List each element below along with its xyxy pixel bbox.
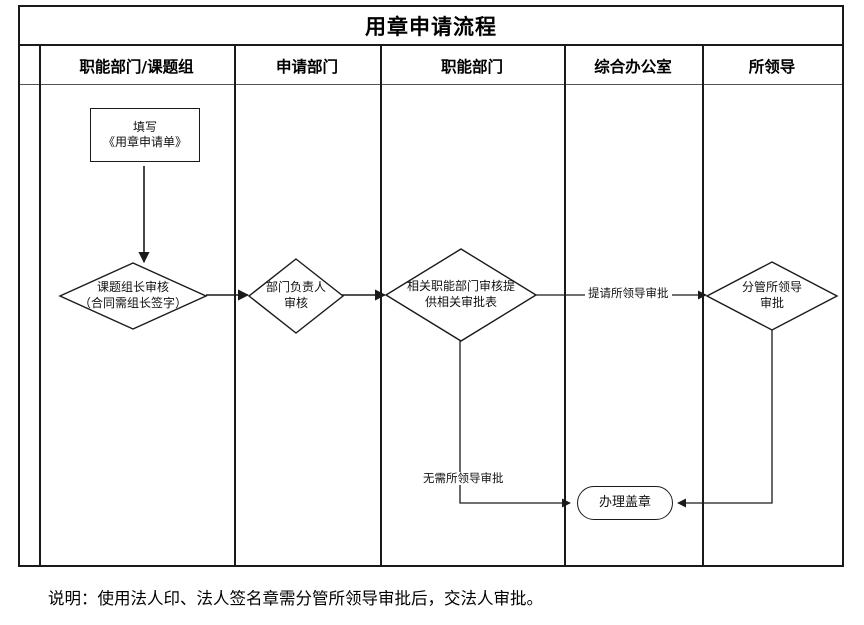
node-leader-approval[interactable]: 分管所领导 审批 [705, 261, 839, 331]
node-fill-form[interactable]: 填写 《用章申请单》 [90, 108, 200, 162]
swimlane-header-functional-dept: 职能部门 [440, 57, 503, 76]
column-separator-5 [702, 46, 704, 567]
diamond-shape [705, 261, 839, 331]
swimlane-header-applying-dept: 申请部门 [275, 57, 338, 76]
node-apply-seal[interactable]: 办理盖章 [577, 486, 673, 520]
column-separator-1 [39, 46, 41, 567]
swimlane-table: 用章申请流程 职能部门/课题组 申请部门 职能部门 综合办公室 所领导 [18, 5, 844, 567]
node-dept-head-review[interactable]: 部门负责人 审核 [247, 258, 345, 334]
node-leader-approval-label: 分管所领导 审批 [741, 280, 802, 310]
node-functional-dept-review[interactable]: 相关职能部门审核提 供相关审批表 [384, 248, 538, 342]
chart-title-row: 用章申请流程 [20, 7, 842, 46]
diamond-shape [58, 262, 208, 330]
swimlane-header-row [20, 46, 842, 85]
column-separator-2 [234, 46, 236, 567]
swimlane-header-dept-or-team: 职能部门/课题组 [79, 57, 194, 76]
diamond-shape [247, 258, 345, 334]
column-separator-3 [380, 46, 382, 567]
node-dept-head-review-label: 部门负责人 审核 [265, 280, 326, 310]
column-separator-4 [564, 46, 566, 567]
node-team-leader-review[interactable]: 课题组长审核 （合同需组长签字） [58, 262, 208, 330]
swimlane-header-general-office: 综合办公室 [594, 57, 672, 76]
edge-label-request-leader-approval: 提请所领导审批 [585, 287, 672, 300]
node-functional-dept-review-label: 相关职能部门审核提 供相关审批表 [406, 279, 515, 309]
diamond-shape [384, 248, 538, 342]
edge-label-no-leader-approval-needed: 无需所领导审批 [420, 472, 507, 485]
footer-note: 说明：使用法人印、法人签名章需分管所领导审批后，交法人审批。 [48, 589, 543, 608]
node-team-leader-review-label: 课题组长审核 （合同需组长签字） [78, 280, 187, 310]
page-title: 用章申请流程 [365, 14, 497, 39]
swimlane-header-institute-leader: 所领导 [748, 57, 796, 76]
